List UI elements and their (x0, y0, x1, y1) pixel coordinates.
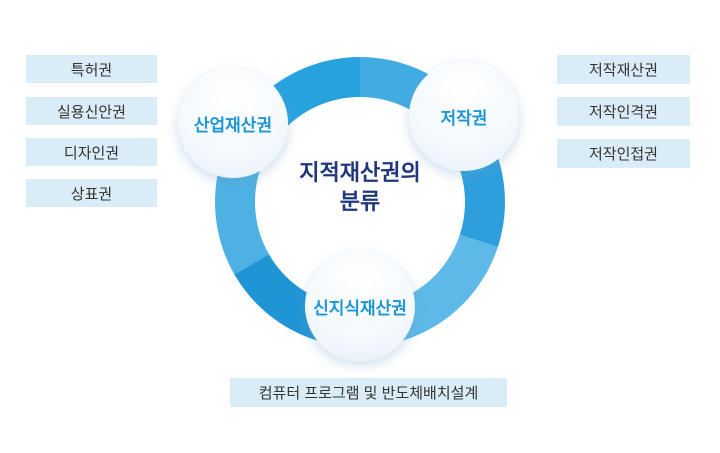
label-trademark-text: 상표권 (70, 185, 113, 203)
label-neighboring-rights-text: 저작인접권 (588, 146, 658, 163)
node-new-intellectual-property: 신지식재산권 (305, 251, 415, 361)
label-patent-text: 특허권 (70, 61, 113, 79)
label-economic-rights-text: 저작재산권 (588, 62, 658, 79)
label-computer-program-semiconductor: 컴퓨터 프로그램 및 반도체배치설계 (230, 378, 507, 407)
label-trademark: 상표권 (26, 179, 157, 207)
label-economic-rights: 저작재산권 (557, 55, 690, 84)
node-industrial-property: 산업재산권 (178, 68, 288, 178)
label-computer-program-semiconductor-text: 컴퓨터 프로그램 및 반도체배치설계 (258, 385, 479, 402)
diagram-title: 지적재산권의 분류 (260, 158, 460, 216)
label-design-right: 디자인권 (26, 138, 157, 166)
node-industrial-property-label: 산업재산권 (193, 115, 273, 135)
label-design-right-text: 디자인권 (63, 144, 120, 162)
node-new-intellectual-property-label: 신지식재산권 (313, 298, 407, 318)
label-neighboring-rights: 저작인접권 (557, 139, 690, 168)
node-copyright: 저작권 (409, 61, 519, 171)
label-utility-model: 실용신안권 (26, 97, 157, 125)
label-patent: 특허권 (26, 55, 157, 83)
diagram-title-line2: 분류 (339, 189, 381, 215)
label-moral-rights-text: 저작인격권 (588, 104, 658, 121)
node-copyright-label: 저작권 (440, 108, 488, 128)
label-utility-model-text: 실용신안권 (56, 103, 126, 121)
diagram-title-line1: 지적재산권의 (299, 160, 421, 185)
label-moral-rights: 저작인격권 (557, 97, 690, 126)
